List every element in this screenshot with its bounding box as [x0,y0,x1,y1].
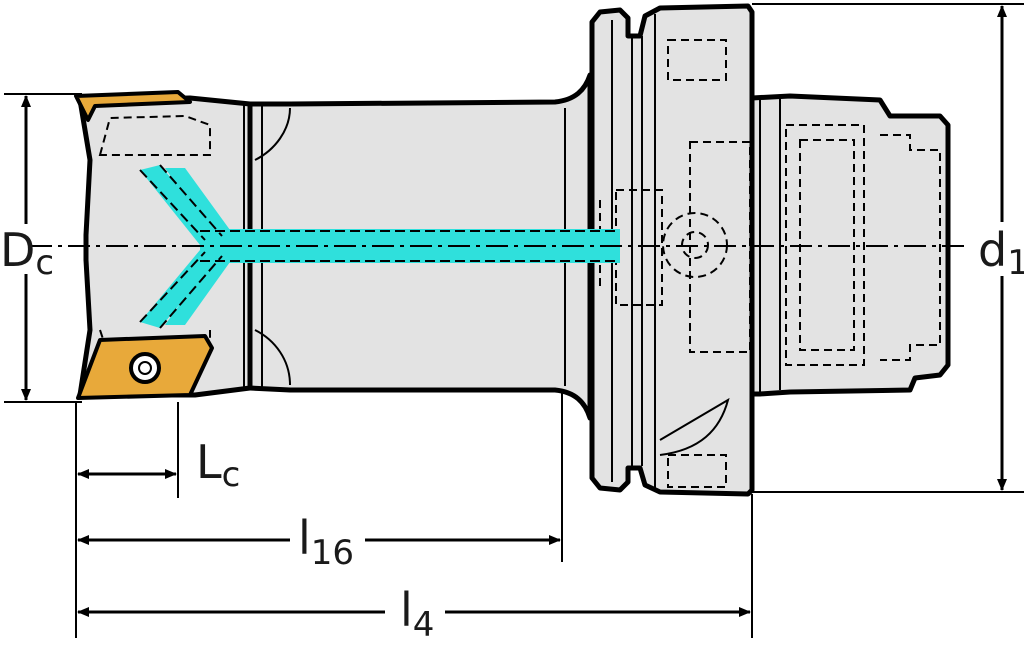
dc-label: D [0,223,35,277]
dc-subscript: c [35,243,54,283]
lc-subscript: c [222,455,241,495]
d1-label: d [978,223,1007,277]
dimension-dc: Dc [0,93,82,403]
l4-label: l [400,583,413,637]
svg-text:Dc: Dc [0,223,54,283]
dimension-lc: Lc [75,402,240,638]
cutting-insert-icon [74,90,192,122]
lc-label: L [196,435,222,489]
svg-text:l16: l16 [298,511,354,573]
dimension-l16: l16 [77,390,563,573]
insert-bottom [76,334,214,400]
l4-subscript: 4 [413,605,435,645]
svg-text:l4: l4 [400,583,434,645]
svg-text:Lc: Lc [196,435,240,495]
dimension-l4: l4 [77,494,753,645]
dimension-d1: d1 [752,3,1024,493]
l16-subscript: 16 [311,533,354,573]
svg-text:d1: d1 [978,223,1024,283]
d1-subscript: 1 [1007,243,1024,283]
insert-top [74,90,192,122]
l16-label: l [298,511,311,565]
